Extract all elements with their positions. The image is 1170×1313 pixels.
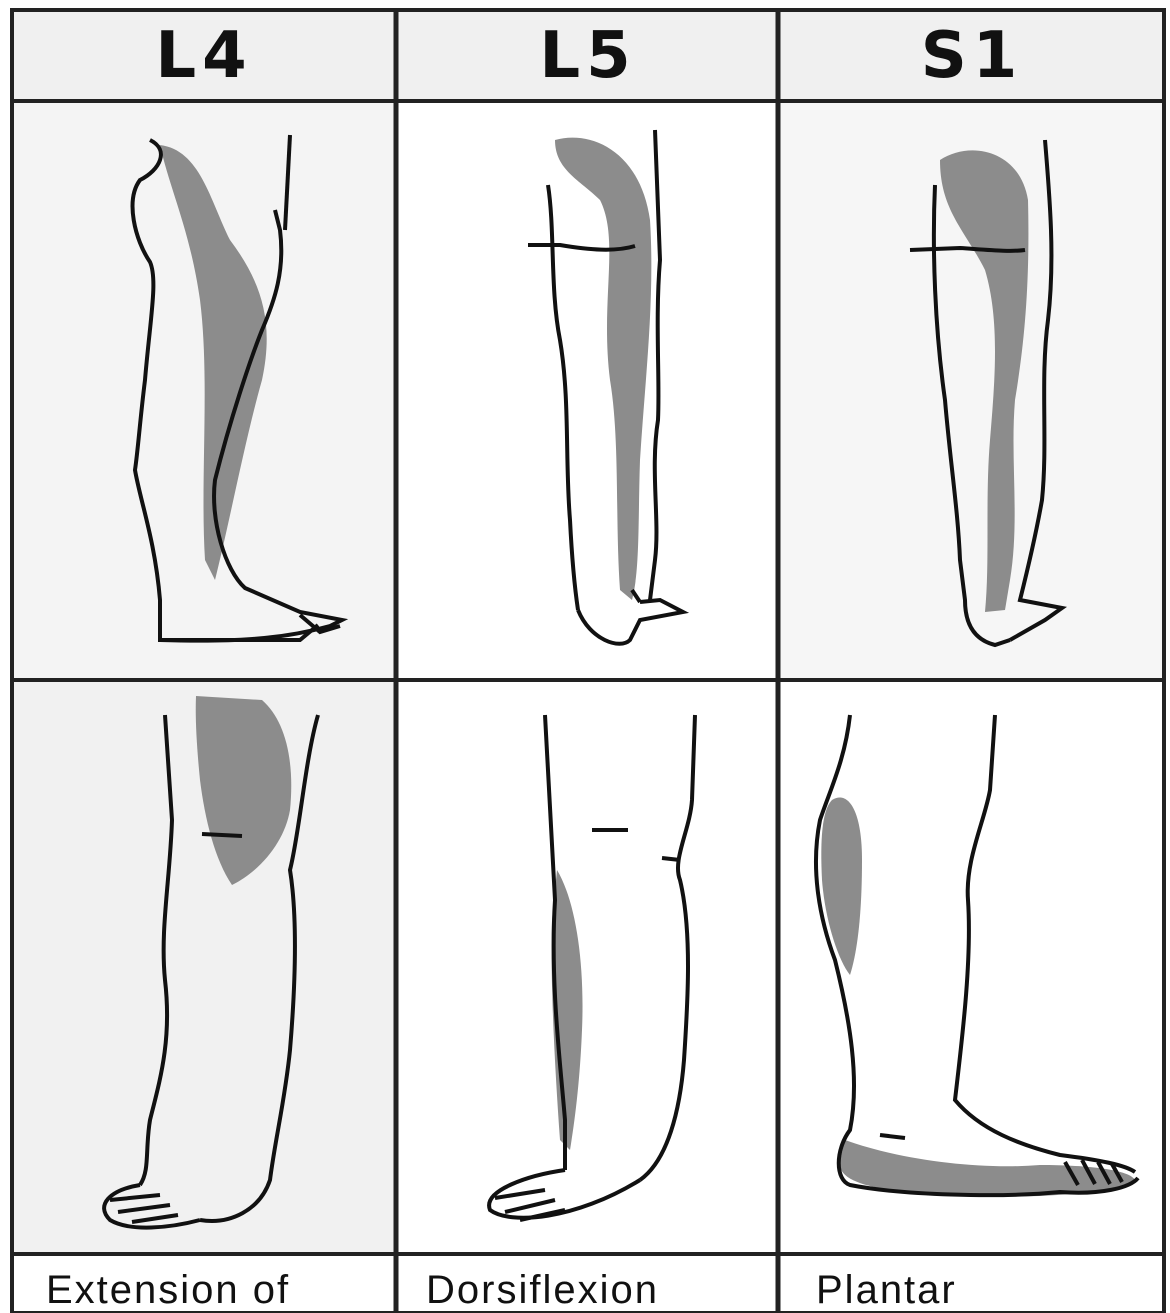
header-l5: L5 bbox=[398, 12, 778, 100]
header-s1: S1 bbox=[780, 12, 1164, 100]
caption-l5: Dorsiflexion bbox=[426, 1258, 774, 1313]
caption-s1: Plantar bbox=[816, 1258, 1161, 1313]
cell-l5-lateral-bg bbox=[398, 103, 776, 678]
header-l4: L4 bbox=[12, 12, 396, 100]
cell-l5-anterior-bg bbox=[398, 682, 776, 1252]
caption-l4: Extension of bbox=[46, 1258, 391, 1313]
